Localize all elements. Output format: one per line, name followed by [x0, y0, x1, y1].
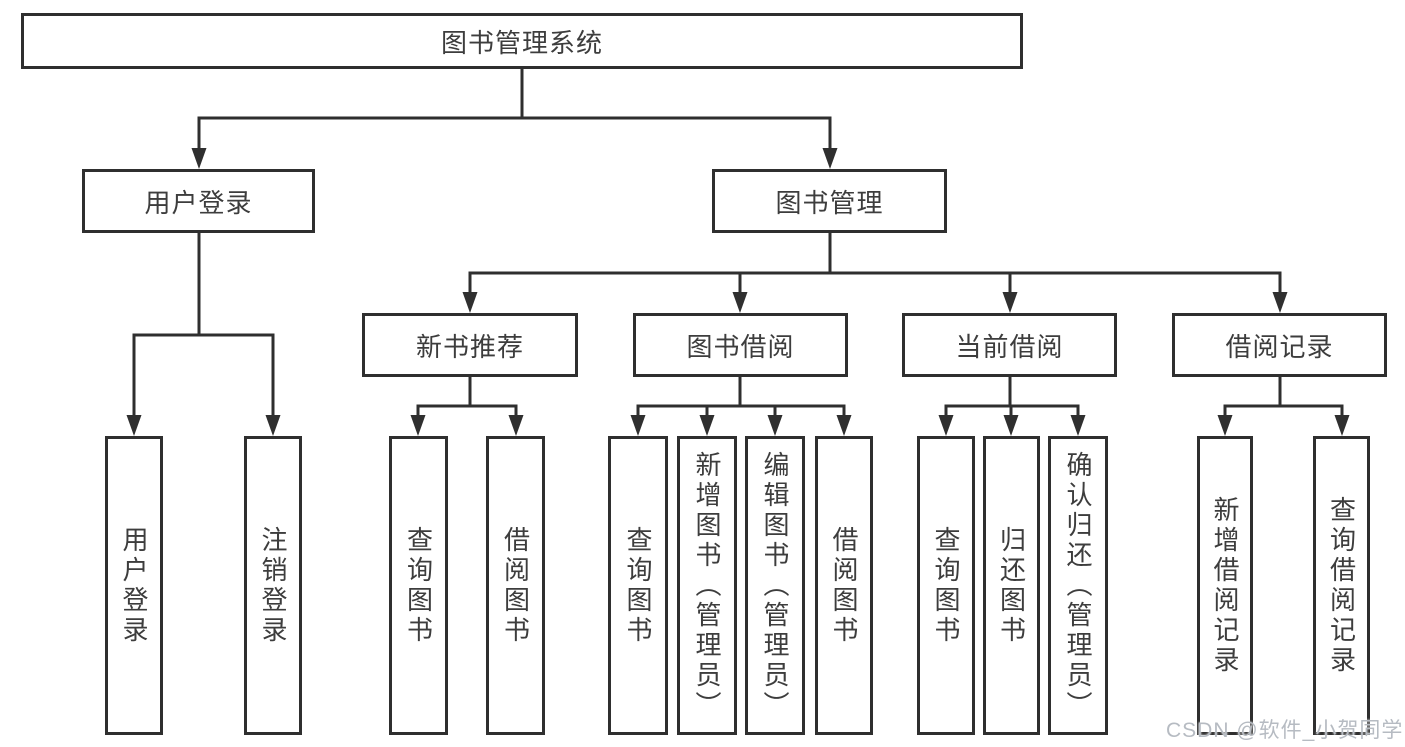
node-new-book-recommendation: 新书推荐: [362, 313, 578, 377]
node-leaf-query-books-recommend: 查询图书: [389, 436, 448, 735]
csdn-watermark: CSDN @软件_小贺同学: [1166, 719, 1404, 742]
node-leaf-query-borrow-record: 查询借阅记录: [1313, 436, 1370, 735]
node-current-borrowing: 当前借阅: [902, 313, 1117, 377]
node-borrowing-records: 借阅记录: [1172, 313, 1387, 377]
node-leaf-logout: 注销登录: [244, 436, 302, 735]
node-user-login: 用户登录: [82, 169, 315, 233]
node-leaf-confirm-return-admin: 确认归还（管理员）: [1048, 436, 1108, 735]
node-leaf-borrow-books: 借阅图书: [815, 436, 873, 735]
node-leaf-query-books-borrowing: 查询图书: [608, 436, 668, 735]
node-book-borrowing: 图书借阅: [633, 313, 848, 377]
node-book-management: 图书管理: [712, 169, 947, 233]
node-leaf-user-login: 用户登录: [105, 436, 163, 735]
node-leaf-return-books: 归还图书: [983, 436, 1040, 735]
arrowheads: [126, 148, 1350, 436]
node-leaf-add-borrow-record: 新增借阅记录: [1197, 436, 1253, 735]
node-leaf-edit-books-admin: 编辑图书（管理员）: [745, 436, 805, 735]
node-leaf-borrow-books-recommend: 借阅图书: [486, 436, 545, 735]
node-leaf-add-books-admin: 新增图书（管理员）: [677, 436, 737, 735]
node-leaf-query-books-current: 查询图书: [917, 436, 975, 735]
node-root-library-management-system: 图书管理系统: [21, 13, 1023, 69]
